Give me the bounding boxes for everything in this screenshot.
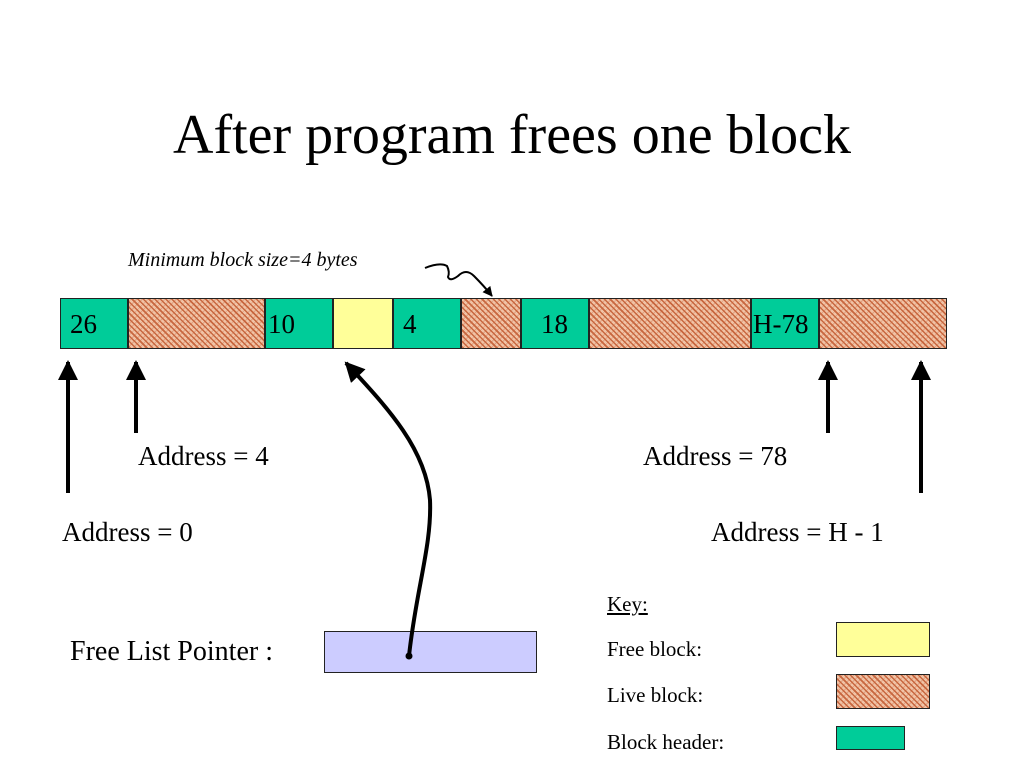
slide-title: After program frees one block: [173, 104, 851, 166]
live-block-2: [461, 298, 521, 349]
live-block-4: [819, 298, 947, 349]
free-block: [333, 298, 393, 349]
live-block-3: [589, 298, 751, 349]
key-free-label: Free block:: [607, 637, 703, 661]
block-header-4: [393, 298, 461, 349]
key-live-swatch: [836, 674, 930, 709]
address-78-label: Address = 78: [643, 441, 788, 471]
live-block-1: [128, 298, 265, 349]
free-list-pointer-label: Free List Pointer :: [70, 636, 273, 667]
block-header-10: [265, 298, 333, 349]
address-h-1-label: Address = H - 1: [711, 517, 884, 547]
key-live-label: Live block:: [607, 683, 704, 707]
header-label-10: 10: [268, 309, 295, 339]
key-header-label: Block header:: [607, 730, 725, 754]
block-header-h78: [751, 298, 819, 349]
key-free-swatch: [836, 622, 930, 657]
header-label-h78: H-78: [753, 309, 809, 339]
min-block-size-note: Minimum block size=4 bytes: [128, 249, 358, 271]
header-label-18: 18: [541, 309, 568, 339]
free-list-pointer-box: [324, 631, 537, 673]
header-label-26: 26: [70, 309, 97, 339]
block-header-26: [60, 298, 128, 349]
address-4-label: Address = 4: [138, 441, 269, 471]
free-list-pointer-arrow: [344, 361, 433, 657]
block-header-18: [521, 298, 589, 349]
key-title: Key:: [607, 592, 648, 616]
header-label-4: 4: [403, 309, 417, 339]
min-block-squiggle-arrow: [424, 263, 493, 297]
key-header-swatch: [836, 726, 905, 750]
address-0-label: Address = 0: [62, 517, 193, 547]
